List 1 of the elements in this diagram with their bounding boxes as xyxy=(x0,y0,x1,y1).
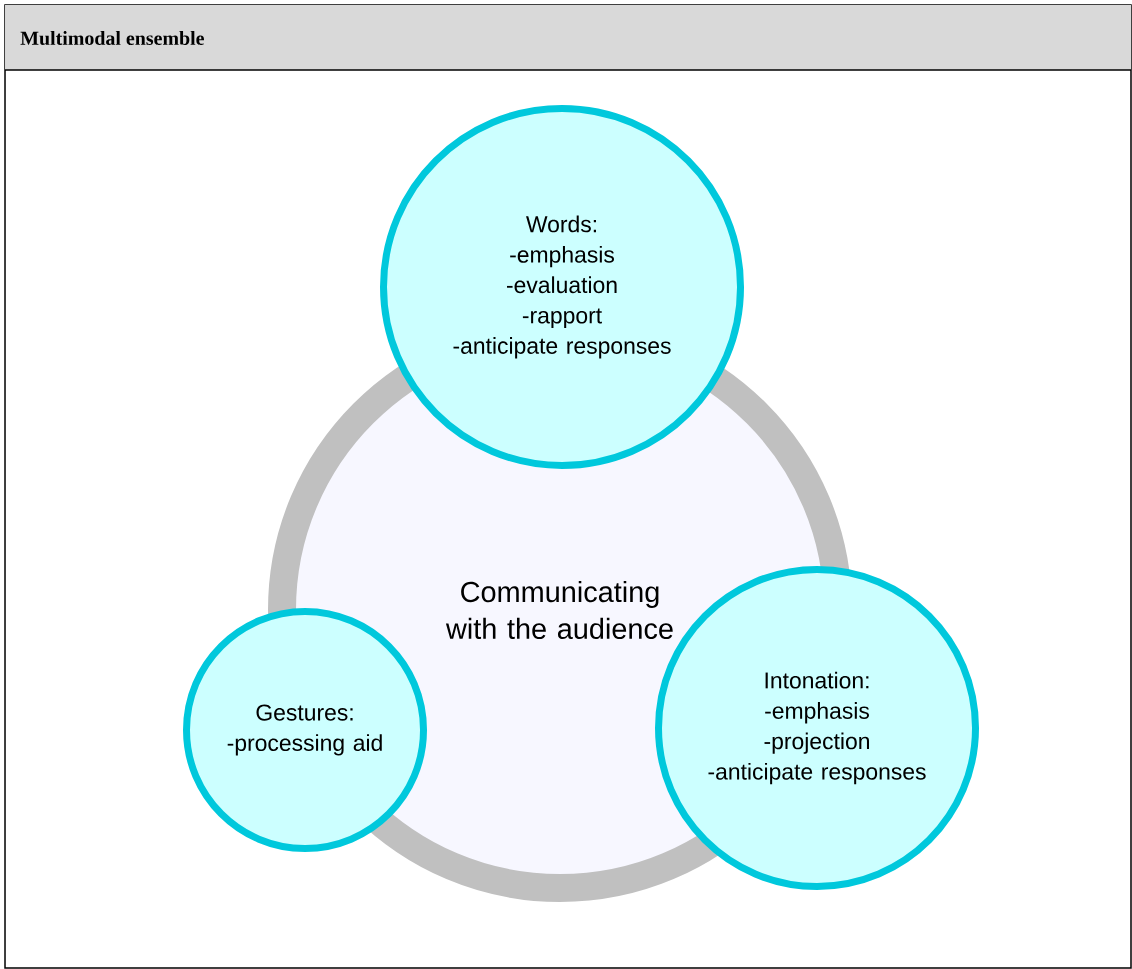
header-band: Multimodal ensemble xyxy=(4,5,1132,71)
